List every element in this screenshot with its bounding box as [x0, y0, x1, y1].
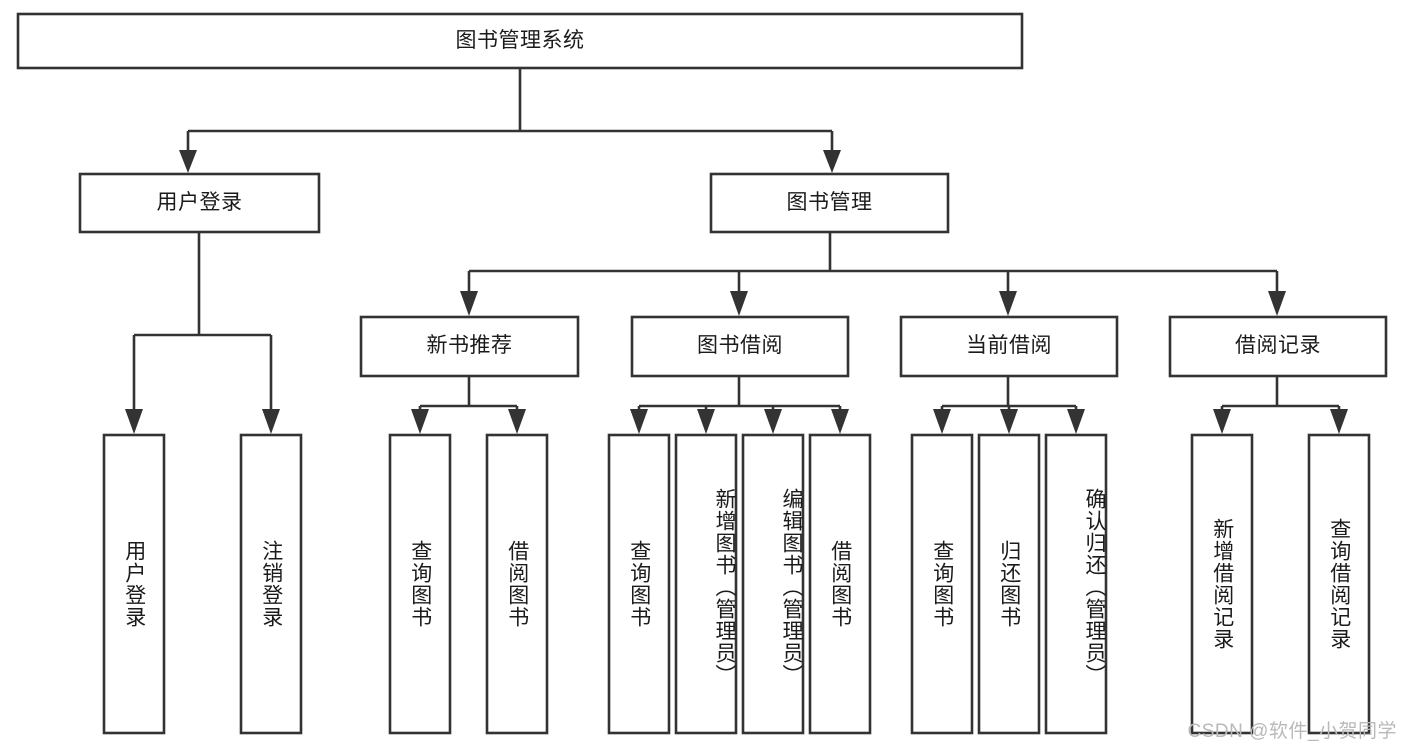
node-box-leaf12[interactable]: [1190, 433, 1254, 735]
node-box-leaf13[interactable]: [1307, 433, 1371, 735]
node-box-leaf10[interactable]: [977, 433, 1041, 735]
node-box-leaf9[interactable]: [910, 433, 974, 735]
arrow-head-to-borrow: [730, 291, 748, 316]
arrow-head-to-leaf10: [1000, 409, 1018, 434]
node-box-group: [16, 12, 1388, 735]
arrow-head-to-bookmgmt: [823, 150, 841, 173]
arrow-head-to-leaf3: [411, 409, 429, 434]
node-box-login[interactable]: [78, 172, 321, 234]
node-box-current[interactable]: [899, 315, 1119, 378]
arrow-head-to-current: [999, 291, 1017, 316]
node-box-leaf3[interactable]: [388, 433, 452, 735]
node-box-leaf5[interactable]: [607, 433, 671, 735]
arrow-head-to-login: [179, 150, 197, 173]
arrow-head-to-leaf11: [1067, 409, 1085, 434]
node-box-leaf11[interactable]: [1044, 433, 1108, 735]
arrow-head-to-newbook: [460, 291, 478, 316]
arrow-head-to-leaf6: [697, 409, 715, 434]
arrow-head-to-leaf4: [508, 409, 526, 434]
arrow-head-to-leaf5: [630, 409, 648, 434]
node-box-root[interactable]: [16, 12, 1024, 70]
arrow-head-to-leaf7: [764, 409, 782, 434]
arrow-head-to-leaf9: [933, 409, 951, 434]
arrow-head-to-leaf1: [125, 409, 143, 434]
node-box-leaf7[interactable]: [741, 433, 805, 735]
arrow-head-to-leaf2: [262, 409, 280, 434]
node-box-leaf1[interactable]: [102, 433, 166, 735]
node-box-borrow[interactable]: [630, 315, 850, 378]
node-box-leaf6[interactable]: [674, 433, 738, 735]
node-box-newbook[interactable]: [359, 315, 580, 378]
connector-group: [125, 68, 1348, 434]
node-box-records[interactable]: [1168, 315, 1388, 378]
arrow-head-to-leaf8: [831, 409, 849, 434]
arrow-head-to-records: [1268, 291, 1286, 316]
arrow-head-to-leaf12: [1213, 409, 1231, 434]
node-box-leaf8[interactable]: [808, 433, 872, 735]
node-box-leaf4[interactable]: [485, 433, 549, 735]
arrow-head-to-leaf13: [1330, 409, 1348, 434]
node-box-bookmgmt[interactable]: [709, 172, 950, 234]
node-box-leaf2[interactable]: [239, 433, 303, 735]
